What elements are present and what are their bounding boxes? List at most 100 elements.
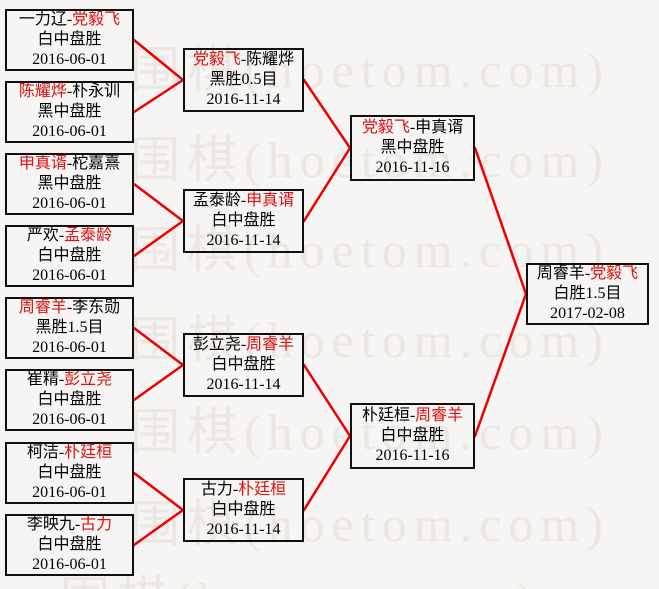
connector-line [132, 182, 185, 223]
match-players: 严欢-孟泰龄 [27, 226, 112, 246]
match-players: 党毅飞-陈耀烨 [193, 50, 294, 70]
match-result: 白中盘胜 [37, 536, 102, 553]
vs-separator: - [240, 336, 247, 353]
player-name: 申真谞 [246, 192, 295, 209]
player-name: 申真谞 [415, 119, 464, 136]
player-name: 党毅飞 [72, 11, 121, 28]
player-name: 柁嘉熹 [72, 155, 121, 172]
match-date: 2017-02-08 [550, 305, 625, 322]
player-name: 周睿羊 [536, 265, 585, 282]
player-name: 申真谞 [18, 155, 67, 172]
match-date: 2016-11-14 [206, 376, 281, 393]
match-players: 柯洁-朴廷桓 [27, 443, 112, 463]
vs-separator: - [232, 481, 239, 498]
match-box-round1-6: 崔精-彭立尧 白中盘胜 2016-06-01 [5, 369, 134, 431]
match-result: 白中盘胜 [37, 31, 102, 48]
player-name: 党毅飞 [590, 265, 639, 282]
connector-line [302, 78, 352, 150]
match-result: 白中盘胜 [380, 427, 445, 444]
vs-separator: - [240, 51, 247, 68]
match-date: 2016-06-01 [32, 267, 107, 284]
match-date: 2016-11-14 [206, 91, 281, 108]
match-players: 陈耀烨-朴永训 [19, 82, 120, 102]
connector-line [132, 219, 185, 258]
match-result: 黑中盘胜 [37, 175, 102, 192]
player-name: 朴廷桓 [64, 444, 113, 461]
match-players: 周睿羊-李东勋 [19, 298, 120, 318]
match-date: 2016-06-01 [32, 195, 107, 212]
player-name: 朴永训 [72, 83, 121, 100]
match-result: 黑胜0.5目 [209, 71, 278, 88]
match-result: 白中盘胜 [37, 464, 102, 481]
player-name: 周睿羊 [246, 336, 295, 353]
vs-separator: - [409, 119, 416, 136]
match-players: 孟泰龄-申真谞 [193, 191, 294, 211]
player-name: 李东勋 [72, 299, 121, 316]
connector-line [132, 38, 185, 82]
match-result: 黑胜1.5目 [35, 319, 104, 336]
match-result: 白胜1.5目 [553, 285, 622, 302]
player-name: 朴廷桓 [238, 481, 287, 498]
connector-line [302, 146, 352, 223]
player-name: 朴廷桓 [361, 407, 410, 424]
match-box-round1-1: 一力辽-党毅飞 白中盘胜 2016-06-01 [5, 9, 134, 71]
player-name: 严欢 [26, 227, 59, 244]
match-box-round1-8: 李映九-古力 白中盘胜 2016-06-01 [5, 514, 134, 576]
match-date: 2016-11-16 [375, 447, 450, 464]
player-name: 孟泰龄 [64, 227, 113, 244]
match-players: 彭立尧-周睿羊 [193, 335, 294, 355]
connector-line [302, 363, 352, 438]
match-box-round2-1: 党毅飞-陈耀烨 黑胜0.5目 2016-11-14 [183, 48, 304, 112]
connector-line [473, 146, 528, 296]
connector-line [302, 434, 352, 512]
connector-line [132, 363, 185, 402]
match-result: 白中盘胜 [37, 391, 102, 408]
watermark-text: 围棋(hoetom.com) [130, 404, 610, 460]
match-players: 一力辽-党毅飞 [19, 10, 120, 30]
match-date: 2016-06-01 [32, 339, 107, 356]
watermark-text: 围棋(hoetom.com) [60, 560, 540, 589]
match-players: 周睿羊-党毅飞 [537, 264, 638, 284]
vs-separator: - [74, 516, 81, 533]
match-players: 崔精-彭立尧 [27, 370, 112, 390]
player-name: 崔精 [26, 371, 59, 388]
player-name: 李映九 [26, 516, 75, 533]
connector-line [132, 78, 185, 114]
match-box-round1-2: 陈耀烨-朴永训 黑中盘胜 2016-06-01 [5, 81, 134, 143]
match-date: 2016-06-01 [32, 484, 107, 501]
match-players: 古力-朴廷桓 [201, 480, 286, 500]
player-name: 周睿羊 [415, 407, 464, 424]
match-box-final: 周睿羊-党毅飞 白胜1.5目 2017-02-08 [526, 263, 649, 325]
match-box-round2-2: 孟泰龄-申真谞 白中盘胜 2016-11-14 [183, 189, 304, 253]
match-result: 白中盘胜 [211, 356, 276, 373]
match-players: 党毅飞-申真谞 [362, 118, 463, 138]
match-players: 申真谞-柁嘉熹 [19, 154, 120, 174]
vs-separator: - [66, 155, 73, 172]
match-result: 黑中盘胜 [380, 139, 445, 156]
player-name: 陈耀烨 [246, 51, 295, 68]
match-result: 白中盘胜 [37, 247, 102, 264]
match-box-round2-3: 彭立尧-周睿羊 白中盘胜 2016-11-14 [183, 333, 304, 397]
match-players: 朴廷桓-周睿羊 [362, 406, 463, 426]
vs-separator: - [66, 11, 73, 28]
player-name: 一力辽 [18, 11, 67, 28]
match-box-round2-4: 古力-朴廷桓 白中盘胜 2016-11-14 [183, 478, 304, 542]
connector-line [132, 508, 185, 547]
watermark-text: 围棋(hoetom.com) [130, 222, 610, 278]
player-name: 孟泰龄 [192, 192, 241, 209]
watermark-text: 围棋(hoetom.com) [130, 496, 610, 552]
watermark-text: 围棋(hoetom.com) [130, 132, 610, 188]
match-date: 2016-06-01 [32, 411, 107, 428]
match-result: 白中盘胜 [211, 501, 276, 518]
match-date: 2016-11-14 [206, 232, 281, 249]
match-date: 2016-06-01 [32, 123, 107, 140]
match-result: 白中盘胜 [211, 212, 276, 229]
player-name: 陈耀烨 [18, 83, 67, 100]
watermark-text: 围棋(hoetom.com) [130, 42, 610, 98]
match-box-round1-7: 柯洁-朴廷桓 白中盘胜 2016-06-01 [5, 442, 134, 504]
match-box-semifinal-1: 党毅飞-申真谞 黑中盘胜 2016-11-16 [350, 115, 475, 181]
connector-line [132, 326, 185, 367]
player-name: 彭立尧 [64, 371, 113, 388]
